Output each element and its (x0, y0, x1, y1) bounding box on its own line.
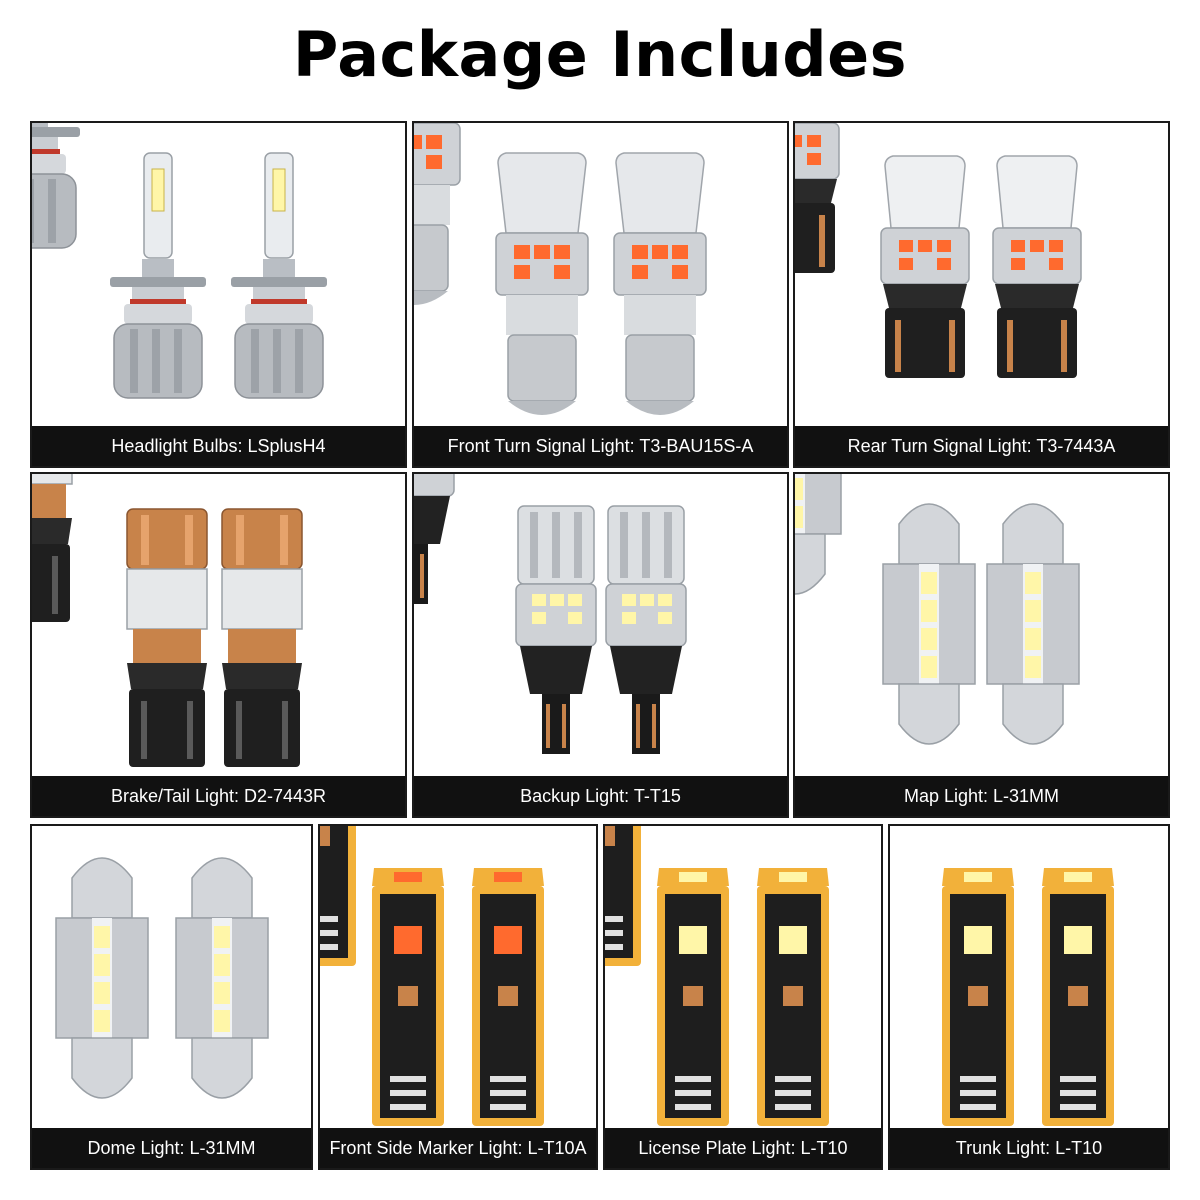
turn-signal-bulb-icon (414, 123, 707, 416)
card-caption: Front Turn Signal Light: T3-BAU15S-A (414, 426, 787, 466)
festoon-bulb-icon (55, 857, 269, 1099)
card-caption: Backup Light: T-T15 (414, 776, 787, 816)
card-caption: Dome Light: L-31MM (32, 1128, 311, 1168)
page-title: Package Includes (292, 18, 908, 91)
t10-bulb-icon (320, 826, 544, 1126)
product-card-dome-light: Dome Light: L-31MM (30, 824, 313, 1170)
product-card-front-turn-signal: Front Turn Signal Light: T3-BAU15S-A (412, 121, 789, 468)
brake-bulb-icon (32, 474, 303, 768)
card-caption: Rear Turn Signal Light: T3-7443A (795, 426, 1168, 466)
t10-bulb-icon (942, 868, 1114, 1126)
festoon-bulb-icon (795, 474, 1080, 745)
product-card-trunk: Trunk Light: L-T10 (888, 824, 1170, 1170)
wedge-bulb-icon (795, 123, 1082, 379)
card-caption: Trunk Light: L-T10 (890, 1128, 1168, 1168)
product-card-headlight: Headlight Bulbs: LSplusH4 (30, 121, 407, 468)
card-caption: License Plate Light: L-T10 (605, 1128, 881, 1168)
t10-bulb-icon (605, 826, 829, 1126)
product-card-license-plate: License Plate Light: L-T10 (603, 824, 883, 1170)
headlight-bulb-icon (32, 123, 328, 399)
product-card-brake-tail: Brake/Tail Light: D2-7443R (30, 472, 407, 818)
backup-bulb-icon (414, 474, 687, 755)
product-card-front-side-marker: Front Side Marker Light: L-T10A (318, 824, 598, 1170)
product-card-rear-turn-signal: Rear Turn Signal Light: T3-7443A (793, 121, 1170, 468)
product-card-map-light: Map Light: L-31MM (793, 472, 1170, 818)
card-caption: Headlight Bulbs: LSplusH4 (32, 426, 405, 466)
card-caption: Map Light: L-31MM (795, 776, 1168, 816)
card-caption: Brake/Tail Light: D2-7443R (32, 776, 405, 816)
product-card-backup: Backup Light: T-T15 (412, 472, 789, 818)
card-caption: Front Side Marker Light: L-T10A (320, 1128, 596, 1168)
